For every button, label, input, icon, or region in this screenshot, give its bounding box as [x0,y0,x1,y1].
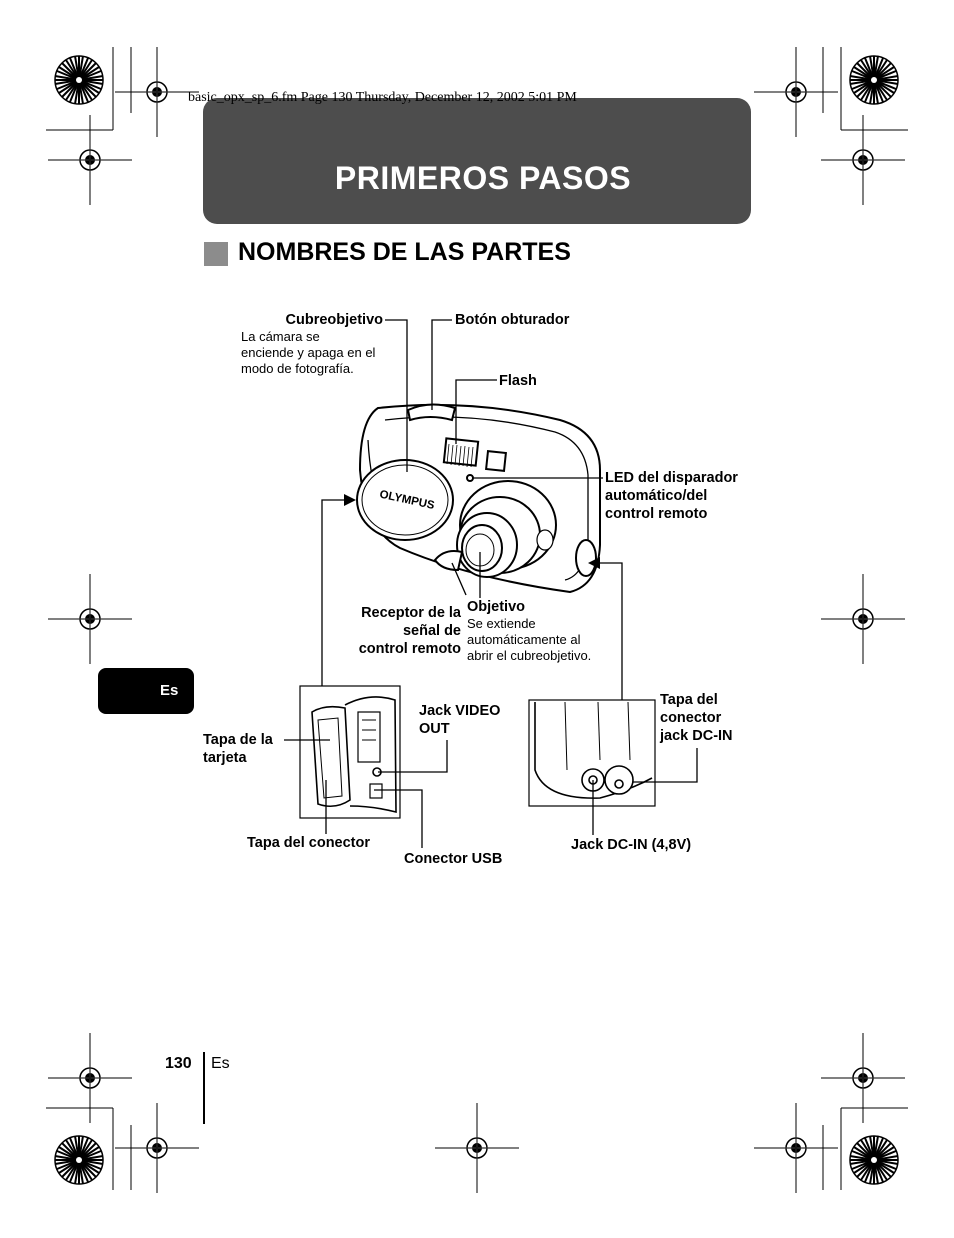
corner-frame-bottom-right [822,1107,908,1190]
chapter-title: PRIMEROS PASOS [334,160,632,196]
label-boton-obturador: Botón obturador [455,312,570,328]
page-number: 130 [165,1055,192,1072]
crosshair-mark [114,46,200,138]
desc-objetivo: Se extiende automáticamente al abrir el … [467,616,592,663]
camera-illustration [356,403,601,594]
footer-language: Es [211,1055,230,1072]
crosshair-mark [434,1102,520,1194]
label-receptor-senal: Receptor de la señal de control remoto [358,605,461,657]
arrow-heads [344,494,600,569]
crosshair-mark [820,114,906,206]
desc-cubreobjetivo: La cámara se enciende y apaga en el modo… [241,329,376,376]
language-side-tab [98,668,194,714]
leader-lines [284,319,698,848]
print-header-line: basic_opx_sp_6.fm Page 130 Thursday, Dec… [188,90,577,105]
dcin-inset [528,699,656,807]
chapter-banner [203,98,751,224]
crosshair-mark [820,573,906,665]
section-title: NOMBRES DE LAS PARTES [238,238,571,266]
crosshair-mark [47,573,133,665]
footer-divider [203,1052,205,1124]
crosshair-mark [753,46,839,138]
language-side-tab-label: Es [160,682,179,699]
label-objetivo: Objetivo [467,599,526,615]
label-conector-usb: Conector USB [404,851,503,867]
registration-marks [46,46,908,1194]
label-led-disparador: LED del disparador automático/del contro… [605,470,738,522]
corner-frame-bottom-left [46,1107,132,1190]
crosshair-mark [47,1032,133,1124]
star-mark-top-left [54,55,104,105]
label-cubreobjetivo: Cubreobjetivo [285,312,383,328]
label-tapa-tarjeta: Tapa de la tarjeta [203,732,273,766]
crosshair-mark [114,1102,200,1194]
label-tapa-conector: Tapa del conector [247,835,371,851]
corner-frame-top-right [822,47,908,131]
star-mark-bottom-right [849,1135,899,1185]
star-mark-bottom-left [54,1135,104,1185]
crosshair-mark [753,1102,839,1194]
label-flash: Flash [499,373,537,389]
label-tapa-conector-dcin: Tapa del conector jack DC-IN [660,692,733,744]
star-mark-top-right [849,55,899,105]
corner-frame-top-left [46,47,132,131]
card-slot-inset [299,685,401,819]
section-marker-icon [204,242,228,266]
crosshair-mark [47,114,133,206]
label-jack-video-out: Jack VIDEO OUT [419,703,501,737]
crosshair-mark [820,1032,906,1124]
label-jack-dcin: Jack DC-IN (4,8V) [571,837,692,853]
